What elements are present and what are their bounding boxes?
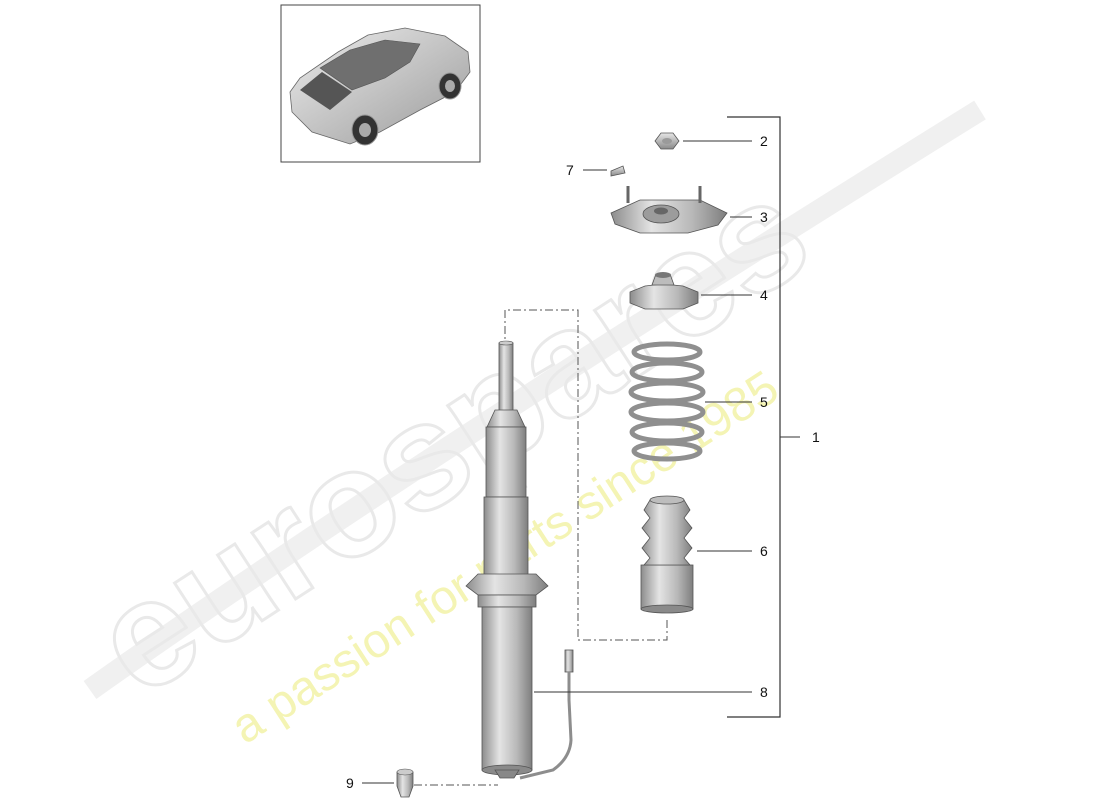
callout-5: 5 bbox=[705, 394, 768, 410]
callout-number-1: 1 bbox=[812, 429, 820, 445]
assembly-bracket bbox=[727, 116, 800, 718]
part-strut-mount bbox=[610, 186, 728, 234]
callout-6: 6 bbox=[697, 543, 768, 559]
callout-number-2: 2 bbox=[760, 133, 768, 149]
part-shock-absorber bbox=[465, 340, 574, 780]
part-nut-upper bbox=[654, 132, 680, 150]
part-spring-seat bbox=[629, 272, 699, 310]
callout-7: 7 bbox=[566, 162, 607, 178]
assembly-guide-line bbox=[504, 309, 668, 641]
callout-4: 4 bbox=[701, 287, 768, 303]
part-coil-spring bbox=[628, 341, 706, 462]
callout-number-9: 9 bbox=[346, 775, 354, 791]
callout-2: 2 bbox=[683, 133, 768, 149]
callout-number-5: 5 bbox=[760, 394, 768, 410]
vehicle-thumbnail bbox=[280, 4, 481, 163]
callout-8: 8 bbox=[534, 684, 768, 700]
callout-number-7: 7 bbox=[566, 162, 574, 178]
part-nut-small bbox=[610, 165, 626, 177]
callout-3: 3 bbox=[730, 209, 768, 225]
part-connector bbox=[396, 768, 414, 798]
watermark-swoosh bbox=[83, 100, 986, 699]
callout-number-3: 3 bbox=[760, 209, 768, 225]
callout-9: 9 bbox=[346, 775, 394, 791]
car-wheel-rear-hub bbox=[359, 123, 371, 137]
callout-1: 1 bbox=[812, 429, 820, 445]
callout-number-6: 6 bbox=[760, 543, 768, 559]
car-rear-window bbox=[300, 72, 352, 110]
car-wheel-front-hub bbox=[445, 80, 455, 92]
car-body bbox=[289, 27, 471, 145]
car-roof bbox=[319, 39, 421, 91]
part-bump-stop bbox=[640, 495, 694, 614]
callout-number-4: 4 bbox=[760, 287, 768, 303]
callout-number-8: 8 bbox=[760, 684, 768, 700]
